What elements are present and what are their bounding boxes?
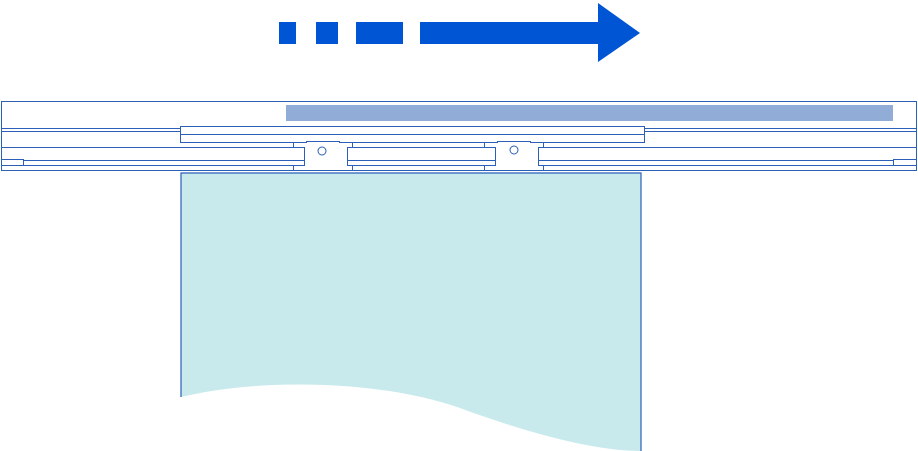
glass-panel bbox=[180, 172, 642, 451]
roller-left bbox=[293, 141, 353, 171]
glass-panel-edges bbox=[180, 172, 642, 451]
rail-end-cap-right bbox=[893, 159, 917, 166]
arrow-dash-2 bbox=[316, 22, 338, 44]
roller-bracket bbox=[484, 141, 544, 171]
roller-right bbox=[484, 141, 544, 171]
roller-wheel-icon bbox=[509, 145, 519, 155]
carriage-body bbox=[180, 134, 645, 143]
glass-panel-fill bbox=[181, 173, 641, 451]
direction-arrow bbox=[279, 3, 640, 62]
rollers bbox=[293, 141, 544, 171]
carriage-top bbox=[180, 126, 645, 135]
rail-assembly bbox=[1, 101, 917, 171]
arrow-dash-1 bbox=[279, 22, 296, 44]
roller-bracket bbox=[293, 141, 353, 171]
right-arrow-icon bbox=[420, 3, 640, 62]
rail-highlight-bar bbox=[286, 105, 893, 121]
arrow-dash-3 bbox=[356, 22, 403, 44]
roller-wheel-icon bbox=[317, 146, 327, 156]
rail-end-cap-left bbox=[1, 159, 24, 166]
